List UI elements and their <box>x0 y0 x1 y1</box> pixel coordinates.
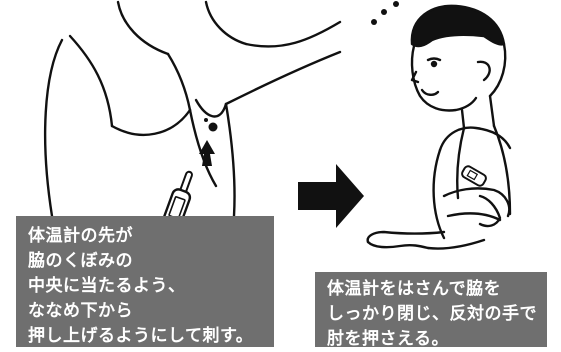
neck-outline <box>118 2 168 54</box>
tank-top-front <box>457 128 464 198</box>
torso-left-outline <box>45 40 62 216</box>
forearm-lower <box>448 213 500 220</box>
step2-caption-box: 体温計をはさんで脇を しっかり閉じ、反対の手で 肘を押さえる。 <box>315 272 547 347</box>
step2-caption-line: 体温計をはさんで脇を <box>327 277 539 302</box>
tank-top-strap-left <box>70 36 112 126</box>
tank-top-neckline <box>112 110 190 135</box>
extended-arm-top <box>368 232 444 242</box>
ellipsis-icon <box>371 1 399 25</box>
eye <box>428 59 440 61</box>
neck <box>462 110 464 128</box>
person-holding-elbow-drawing <box>368 6 510 249</box>
step1-caption-box: 体温計の先が 脇のくぼみの 中央に当たるよう、 ななめ下から 押し上げるようにし… <box>16 216 274 347</box>
step2-caption-line: しっかり閉じ、反対の手で <box>327 302 539 327</box>
step1-caption-line: ななめ下から <box>28 299 264 324</box>
step1-caption-line: 脇のくぼみの <box>28 249 264 274</box>
face-outline <box>412 46 476 110</box>
raised-arm-bottom <box>226 52 340 104</box>
right-arrow-icon <box>298 164 364 228</box>
pupil <box>432 62 436 66</box>
tank-top-strap-right <box>168 54 190 110</box>
armpit-target-mark <box>204 118 218 132</box>
ear <box>478 62 490 80</box>
torso-front <box>434 150 444 238</box>
step1-caption-line: 中央に当たるよう、 <box>28 274 264 299</box>
open-palm <box>368 242 428 248</box>
gripping-hand <box>480 196 500 226</box>
armpit-hollow-outline <box>196 100 226 116</box>
extended-arm-bottom <box>428 240 484 249</box>
raised-arm-top <box>246 22 340 47</box>
thermometer-icon <box>461 165 488 187</box>
forearm-upper <box>444 188 509 216</box>
step1-caption-line: 押し上げるようにして刺す。 <box>28 324 264 349</box>
torso-right-outline <box>226 104 235 216</box>
step1-caption-line: 体温計の先が <box>28 224 264 249</box>
hair <box>412 6 504 46</box>
neck-back <box>490 96 494 126</box>
mouth <box>422 90 438 95</box>
step2-caption-line: 肘を押さえる。 <box>327 327 539 352</box>
up-arrow-icon <box>199 140 215 166</box>
underarm-closeup-drawing <box>45 2 340 216</box>
head-back <box>490 44 505 96</box>
neck-outline-right <box>206 2 246 44</box>
